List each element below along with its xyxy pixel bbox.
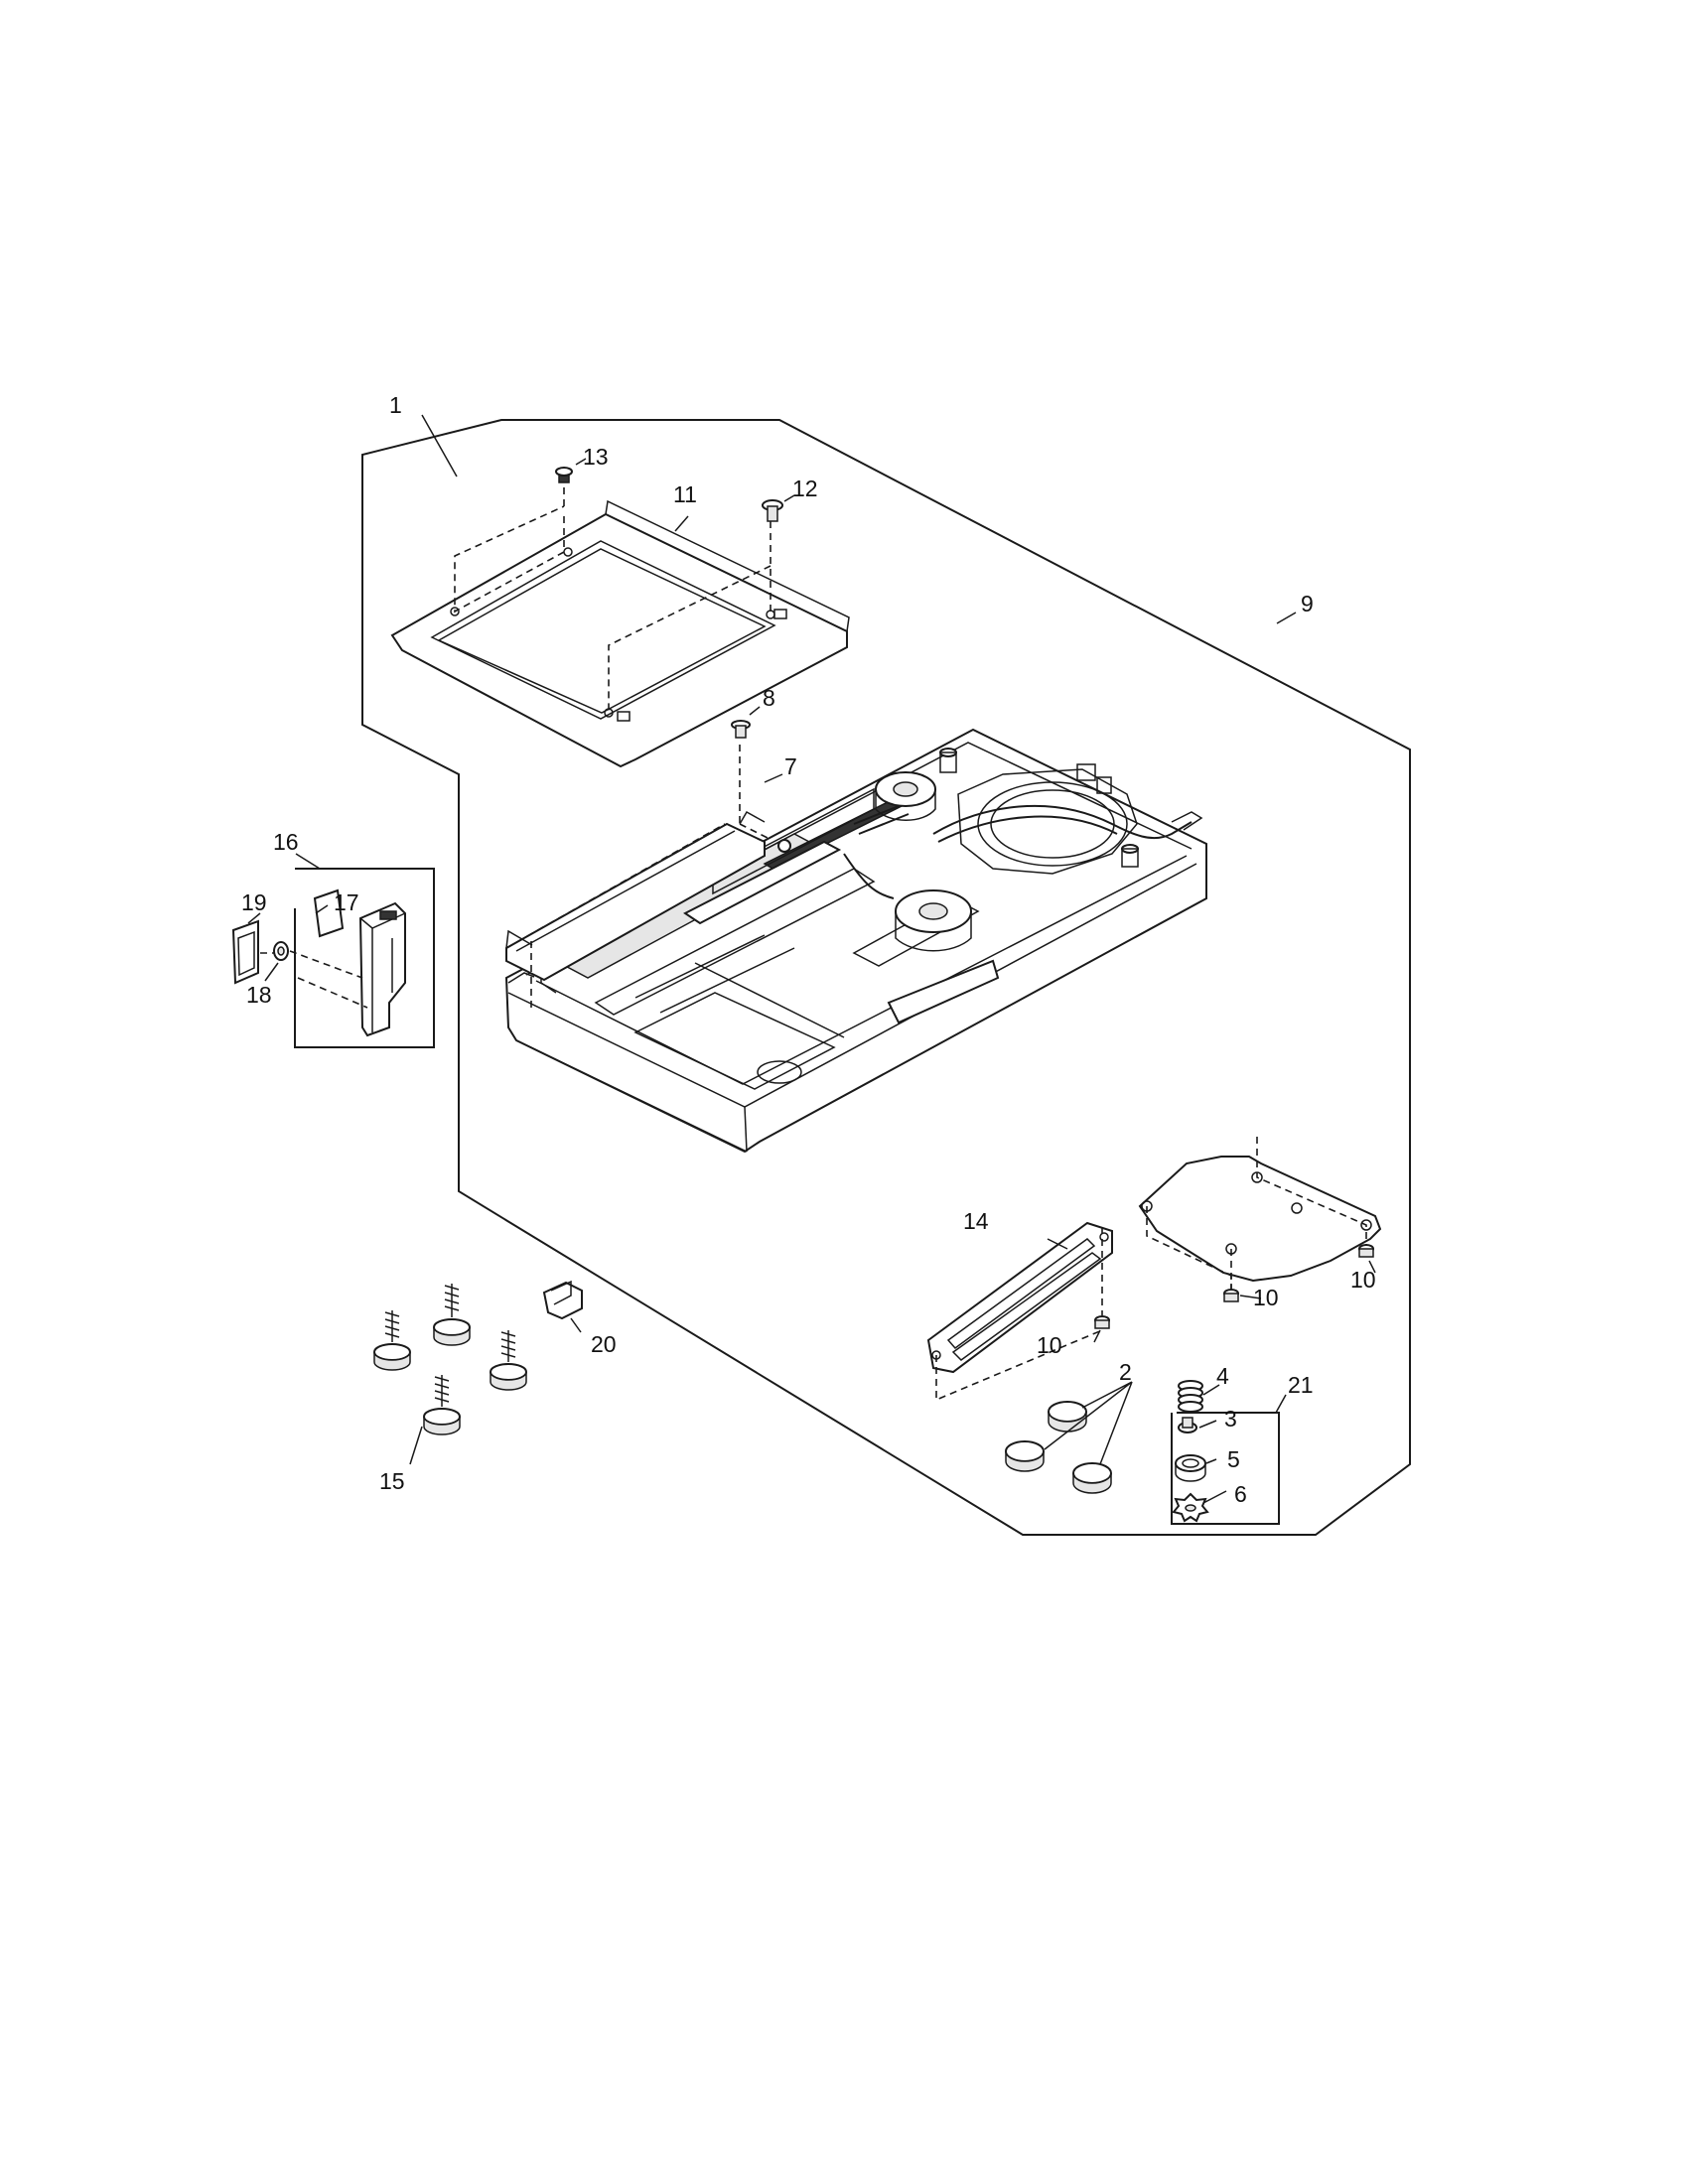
screw-8 — [731, 720, 751, 739]
callout-11: 11 — [673, 481, 697, 507]
plate-17 — [313, 888, 345, 938]
callout-2: 2 — [1119, 1359, 1132, 1385]
group-21-box — [1171, 1412, 1280, 1525]
screw-15d — [423, 1375, 461, 1435]
spring-4 — [1178, 1380, 1203, 1413]
clip-20 — [542, 1280, 583, 1320]
bracket-7 — [505, 810, 766, 982]
holder-16 — [358, 901, 406, 1037]
callout-1: 1 — [389, 392, 402, 418]
callout-9: 9 — [1301, 591, 1314, 616]
washer-6 — [1172, 1492, 1209, 1523]
callout-10-left: 10 — [1037, 1332, 1062, 1358]
strip-plate-14 — [926, 1221, 1113, 1374]
screw-15a — [373, 1310, 411, 1371]
plate-19 — [231, 919, 259, 985]
callout-7: 7 — [784, 753, 797, 779]
ring-5 — [1175, 1454, 1206, 1482]
screw-15c — [490, 1330, 527, 1391]
foot-2b — [1005, 1440, 1045, 1472]
callout-14: 14 — [963, 1208, 989, 1234]
callout-21: 21 — [1288, 1372, 1314, 1398]
callout-6: 6 — [1234, 1481, 1247, 1507]
callout-19: 19 — [241, 889, 267, 915]
nut-10-right — [1358, 1244, 1374, 1258]
screw-12 — [762, 499, 783, 522]
callout-8: 8 — [763, 685, 775, 711]
main-chassis — [504, 728, 1207, 1154]
callout-15: 15 — [379, 1468, 405, 1494]
cover-plate-9 — [1138, 1156, 1382, 1283]
callout-4: 4 — [1216, 1363, 1229, 1389]
callout-10-right: 10 — [1350, 1267, 1376, 1293]
callout-18: 18 — [246, 982, 272, 1008]
callout-13: 13 — [583, 444, 609, 470]
callout-17: 17 — [334, 889, 359, 915]
foot-2c — [1072, 1462, 1112, 1494]
screw-15b — [433, 1284, 471, 1346]
screw-18 — [273, 941, 289, 961]
callout-16: 16 — [273, 829, 299, 855]
nut-10-left — [1094, 1315, 1110, 1329]
screw-3 — [1178, 1417, 1197, 1433]
nut-10-center — [1223, 1289, 1239, 1302]
screw-13 — [555, 467, 573, 483]
assembly-boundary — [361, 419, 1411, 1536]
callout-10-center: 10 — [1253, 1285, 1279, 1310]
callout-labels: 1 13 12 11 8 7 16 17 19 18 9 14 10 10 10… — [241, 392, 1376, 1507]
top-cover-plate — [390, 499, 850, 768]
callout-3: 3 — [1224, 1406, 1237, 1432]
callout-20: 20 — [591, 1331, 617, 1357]
foot-2a — [1048, 1401, 1087, 1433]
group-16-box — [294, 868, 435, 1048]
leader-lines — [247, 414, 1376, 1504]
callout-12: 12 — [792, 476, 818, 501]
callout-5: 5 — [1227, 1446, 1240, 1472]
